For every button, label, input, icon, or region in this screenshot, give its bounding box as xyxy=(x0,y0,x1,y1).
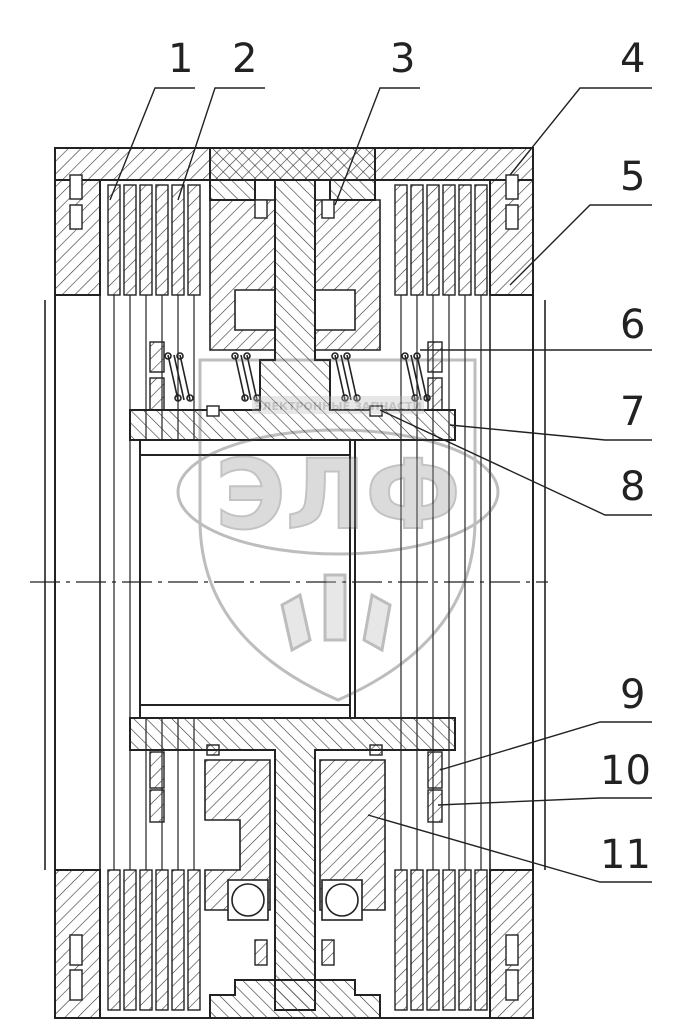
leader-lines xyxy=(109,87,652,883)
central-hub xyxy=(129,179,456,1011)
callout-7: 7 xyxy=(620,389,645,435)
watermark-logo: ЭЛФ ЭЛЕКТРОННЫЕ ЗАПЧАСТИ xyxy=(176,358,500,702)
friction-disks-top-right xyxy=(394,184,488,296)
spring-retainers xyxy=(149,341,443,823)
callout-labels: 1 2 3 4 5 6 7 8 9 10 11 xyxy=(168,36,651,878)
outer-housing xyxy=(54,147,534,1019)
friction-disks-bottom-left xyxy=(107,869,201,1011)
callout-2: 2 xyxy=(232,36,257,82)
callout-8: 8 xyxy=(620,464,645,510)
bottom-cover xyxy=(209,979,381,1018)
return-springs xyxy=(164,352,431,402)
retaining-rings xyxy=(69,174,519,1001)
callout-11: 11 xyxy=(600,832,651,878)
callout-3: 3 xyxy=(390,36,415,82)
watermark-banner: ЭЛЕКТРОННЫЕ ЗАПЧАСТИ xyxy=(254,400,422,413)
pistons xyxy=(204,199,386,911)
callout-4: 4 xyxy=(620,36,645,82)
callout-5: 5 xyxy=(620,154,645,200)
callout-1: 1 xyxy=(168,36,193,82)
callout-9: 9 xyxy=(620,672,645,718)
ball-bearings xyxy=(227,879,363,921)
friction-disks-bottom-right xyxy=(394,869,488,1011)
callout-10: 10 xyxy=(600,748,651,794)
friction-disks-top-left xyxy=(107,184,201,296)
watermark-text: ЭЛФ xyxy=(215,439,460,551)
callout-6: 6 xyxy=(620,302,645,348)
